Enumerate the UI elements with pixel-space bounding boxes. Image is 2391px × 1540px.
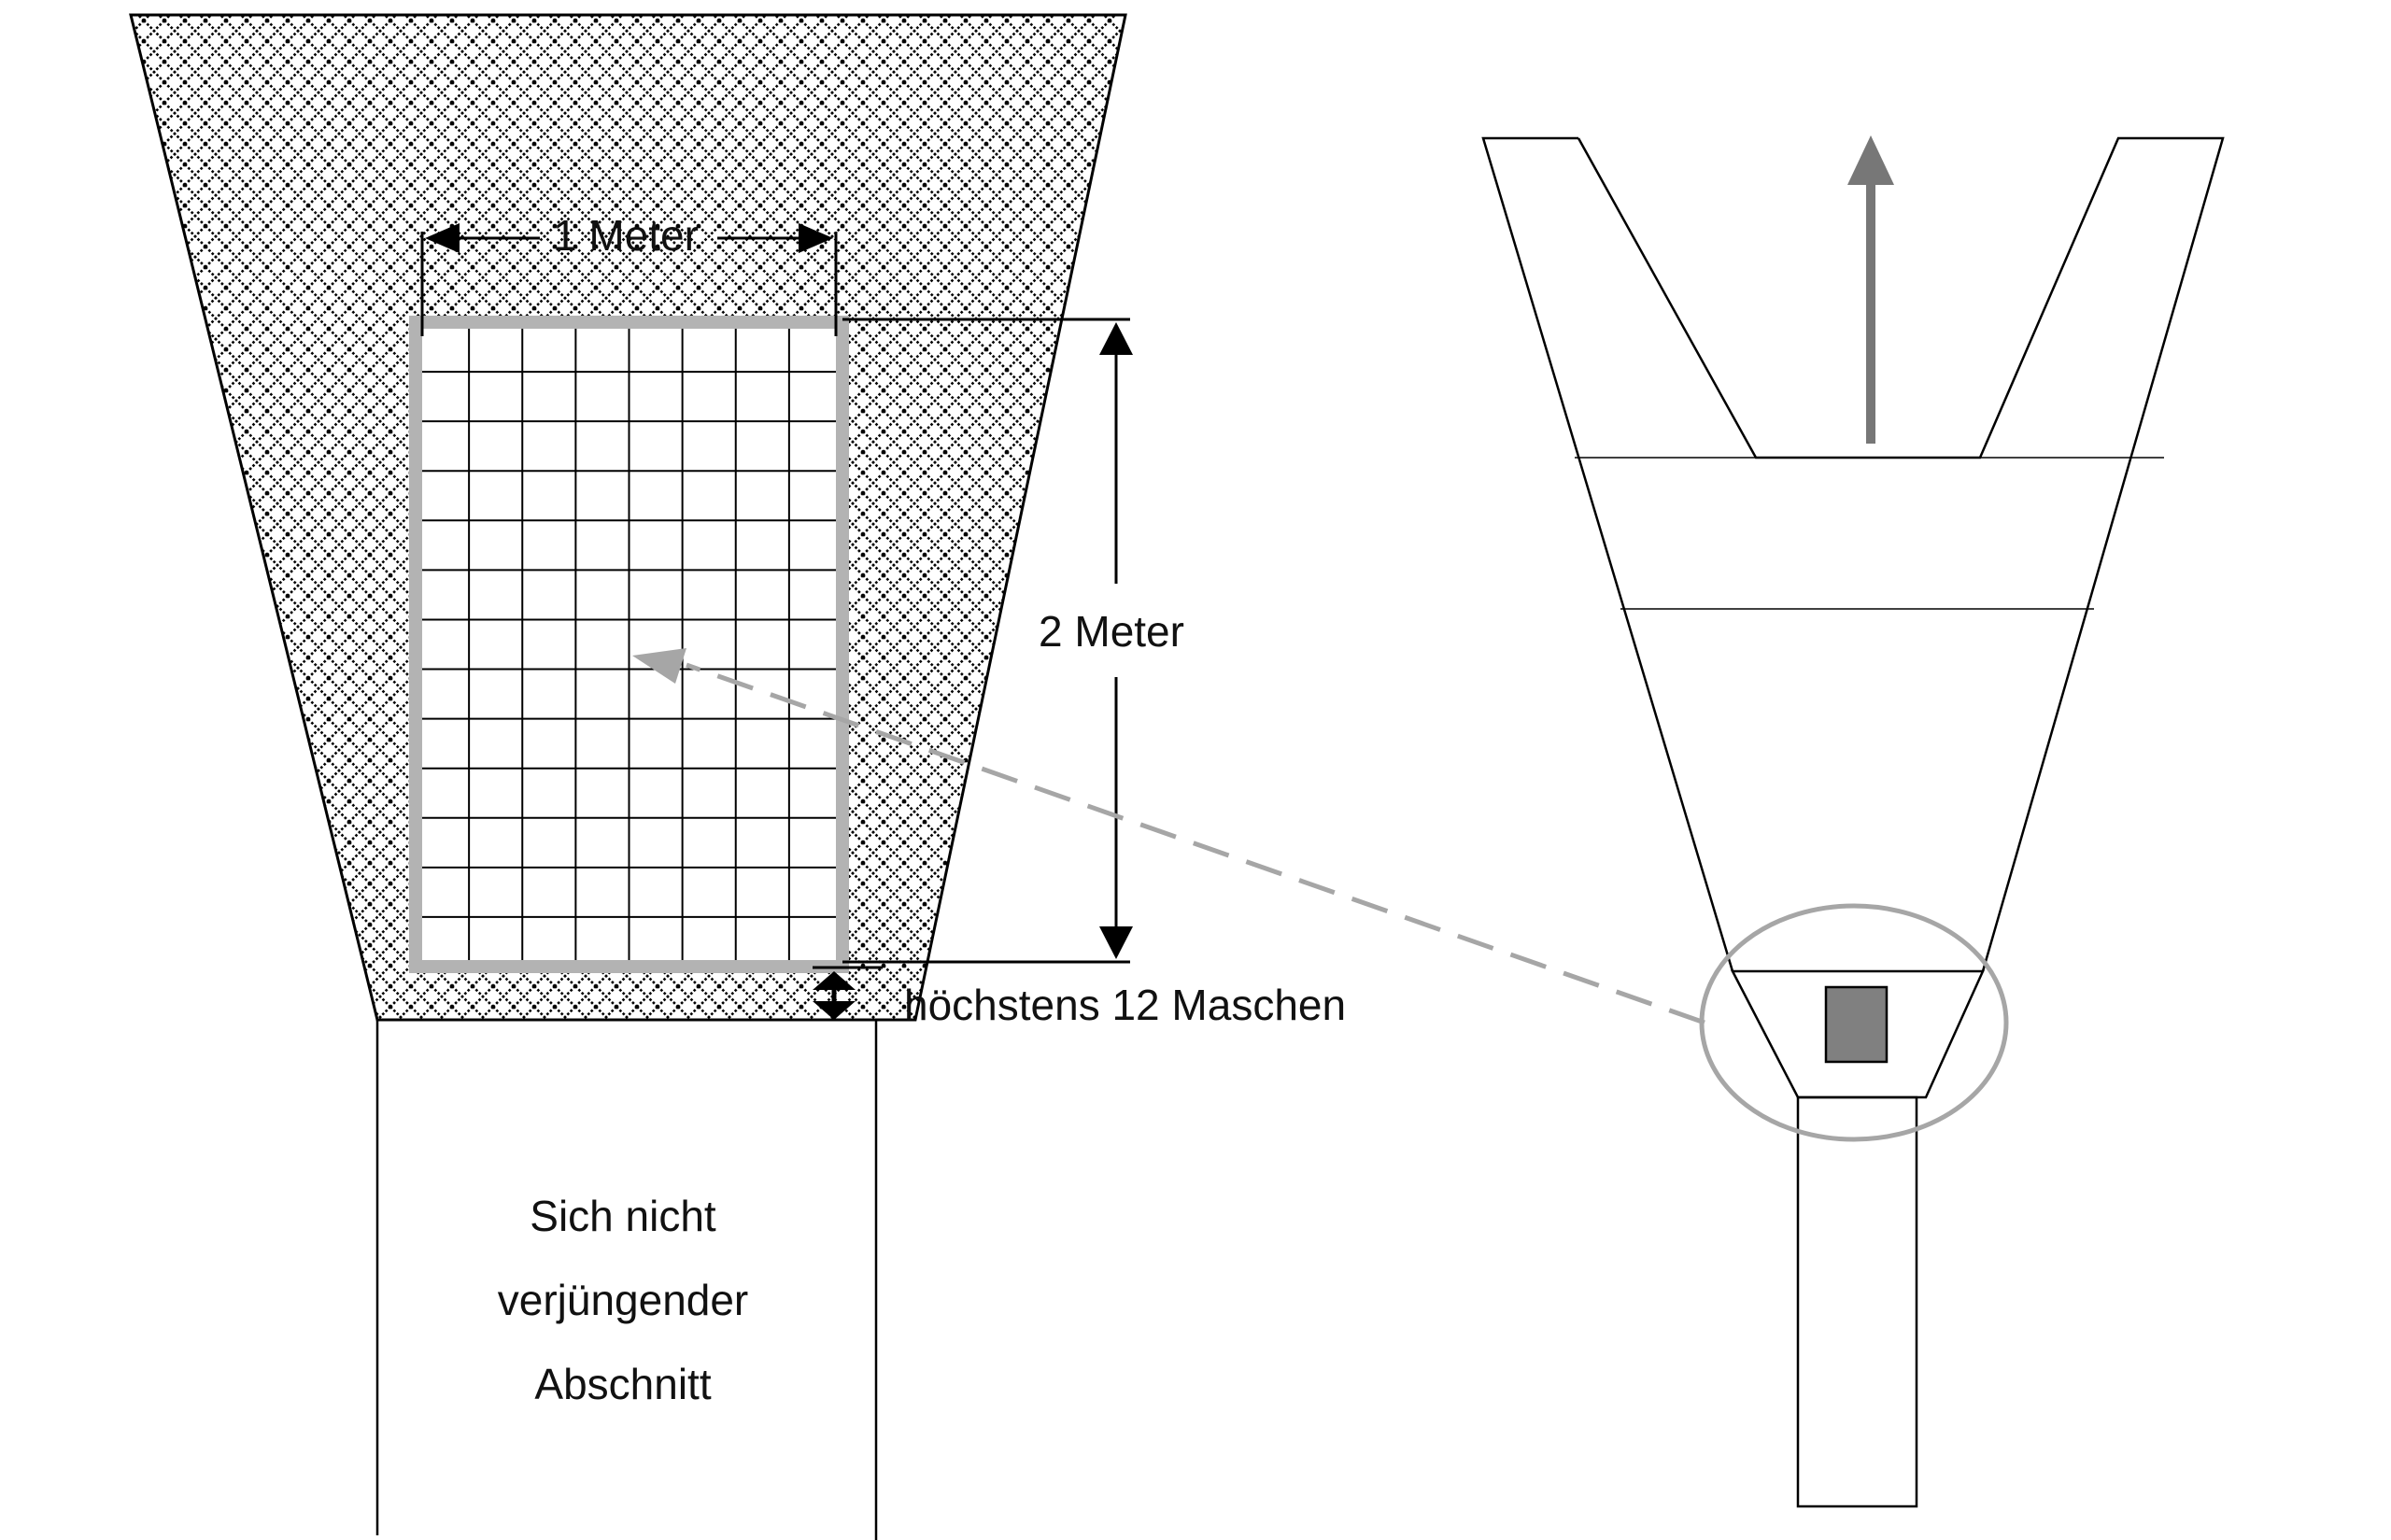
width-dimension — [420, 223, 838, 336]
non-tapering-section — [375, 1020, 878, 1540]
zoom-connector — [632, 648, 1705, 1025]
trawl-outline — [1481, 136, 2225, 1508]
arrow-up-icon — [1847, 135, 1894, 444]
square-mesh-panel — [409, 316, 849, 973]
double-arrow-icon — [425, 223, 833, 253]
double-arrow-icon — [1099, 322, 1133, 959]
max-meshes-dimension — [813, 966, 883, 1020]
height-dimension — [842, 318, 1133, 964]
non-tapering-label-line-1: Sich nicht — [530, 1192, 716, 1240]
panel-grid — [416, 322, 842, 967]
non-tapering-label-line-2: verjüngender — [498, 1276, 749, 1324]
max-meshes-label: höchstens 12 Maschen — [904, 981, 1346, 1029]
panel-frame — [409, 316, 849, 973]
non-tapering-label-line-3: Abschnitt — [534, 1360, 711, 1408]
mesh-panel-position-marker — [1824, 985, 1889, 1064]
double-arrow-icon — [813, 971, 856, 1020]
width-label: 1 Meter — [553, 211, 699, 260]
height-label: 2 Meter — [1039, 607, 1184, 656]
